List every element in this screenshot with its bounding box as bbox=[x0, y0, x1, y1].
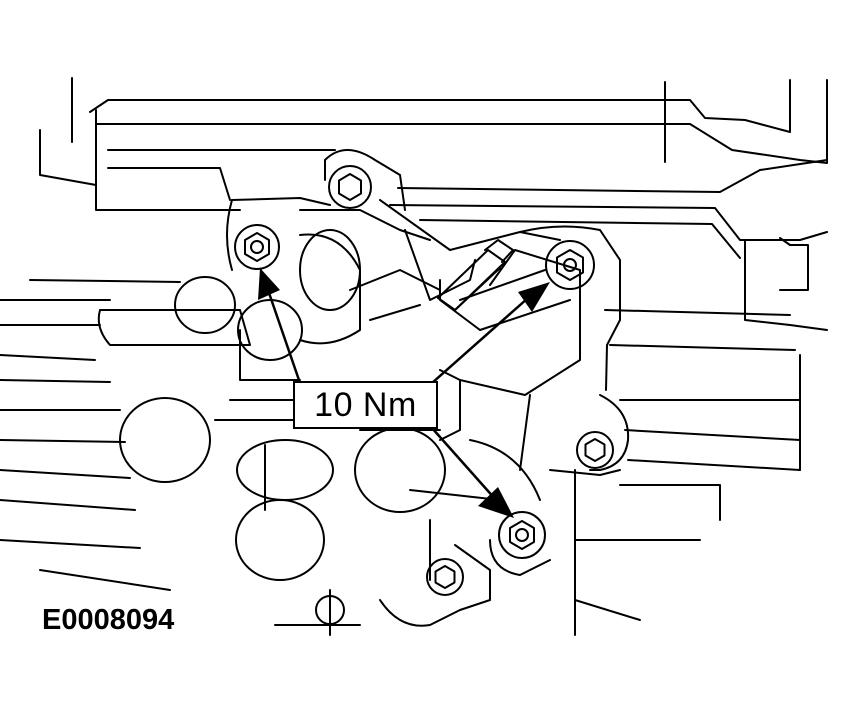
electrical-connector bbox=[437, 239, 514, 311]
arrowhead-upper-right bbox=[518, 282, 550, 312]
bolt-upper-left bbox=[234, 224, 280, 270]
bolt-right bbox=[576, 431, 614, 469]
cable-bundle bbox=[0, 279, 251, 591]
component-bodies bbox=[119, 229, 446, 581]
bolt-upper-right bbox=[545, 240, 595, 290]
callout-leaders bbox=[266, 288, 530, 502]
mounting-bolts bbox=[234, 165, 614, 625]
housing-outline bbox=[39, 77, 828, 331]
figure-id: E0008094 bbox=[42, 604, 175, 636]
arrowhead-upper-left bbox=[258, 268, 280, 300]
torque-spec-label: 10 Nm bbox=[293, 381, 438, 429]
bolt-bottom-left bbox=[315, 595, 345, 625]
bolt-bottom bbox=[426, 558, 464, 596]
bolt-top bbox=[328, 165, 372, 209]
arrowhead-lower bbox=[478, 487, 514, 518]
callout-arrowheads bbox=[258, 268, 550, 518]
bolt-lower bbox=[498, 511, 546, 559]
